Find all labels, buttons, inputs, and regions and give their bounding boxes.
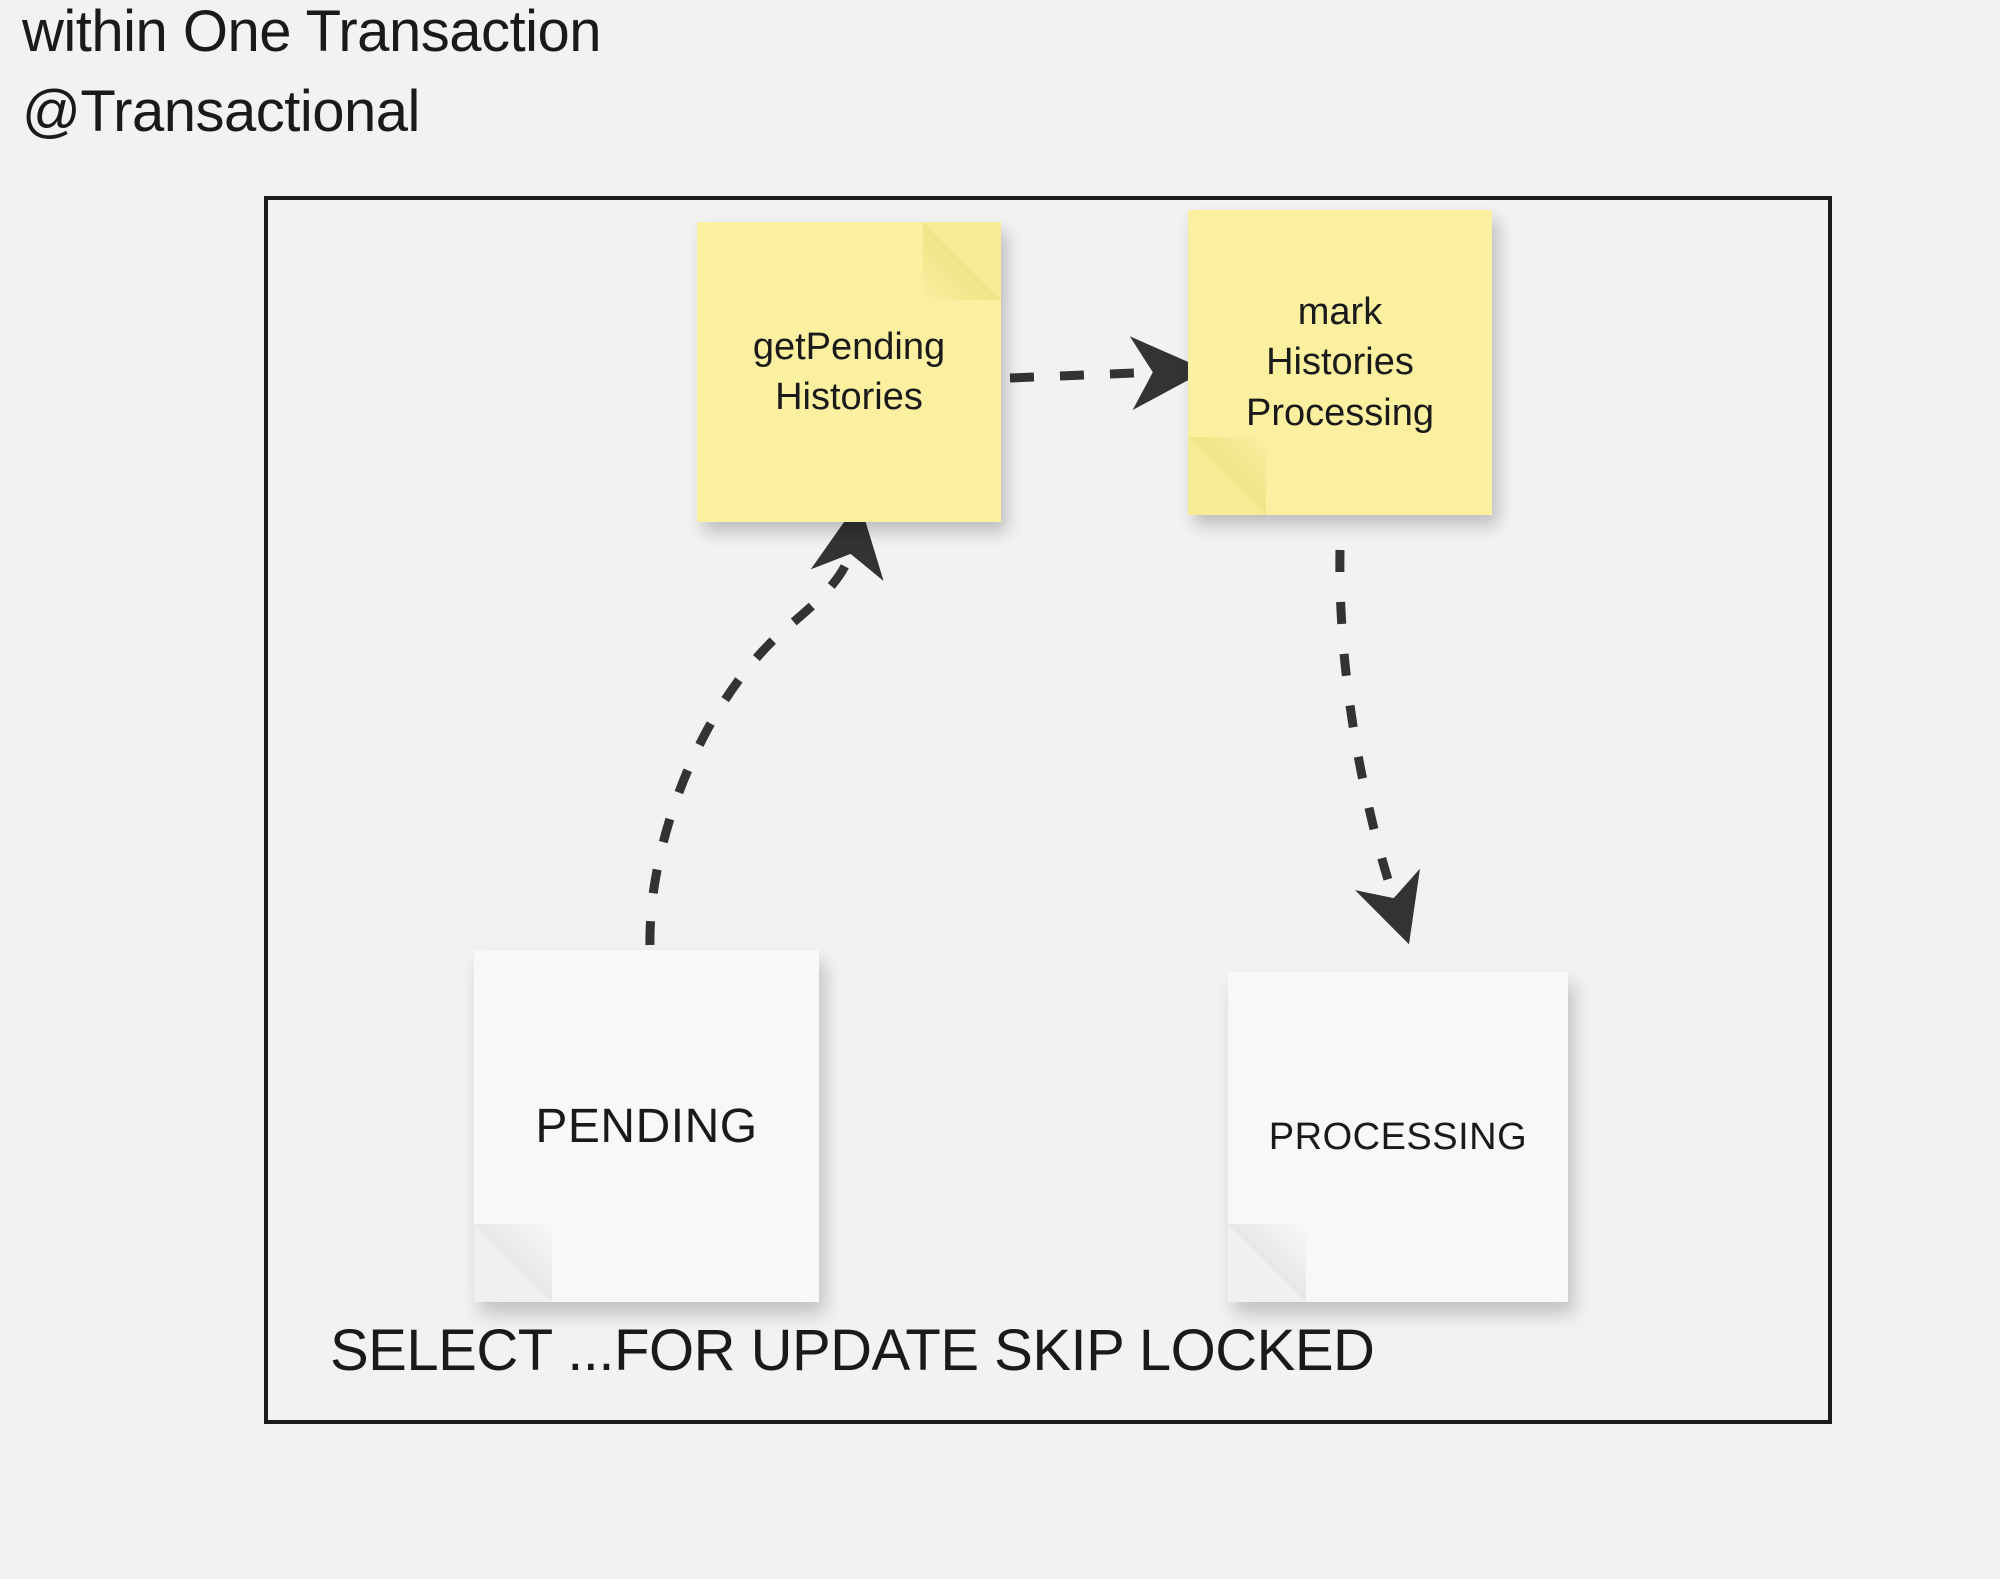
sticky-note-processing-state-label: PROCESSING <box>1268 1115 1528 1158</box>
frame-caption-select-for-update-skip-locked: SELECT ...FOR UPDATE SKIP LOCKED <box>330 1318 1375 1383</box>
sticky-note-pending-state[interactable]: PENDING <box>474 950 819 1302</box>
heading-line-transactional-annotation: @Transactional <box>22 79 420 144</box>
sticky-note-get-pending-histories[interactable]: getPending Histories <box>697 222 1001 522</box>
sticky-note-mark-histories-processing[interactable]: mark Histories Processing <box>1188 210 1492 515</box>
transaction-boundary-frame <box>264 196 1832 1424</box>
sticky-note-pending-state-label: PENDING <box>535 1099 758 1153</box>
sticky-note-mark-histories-processing-label: mark Histories Processing <box>1246 291 1434 434</box>
sticky-note-processing-state[interactable]: PROCESSING <box>1228 972 1568 1302</box>
sticky-note-get-pending-histories-label: getPending Histories <box>752 325 946 418</box>
heading-line-within-one-transaction: within One Transaction <box>22 0 601 64</box>
